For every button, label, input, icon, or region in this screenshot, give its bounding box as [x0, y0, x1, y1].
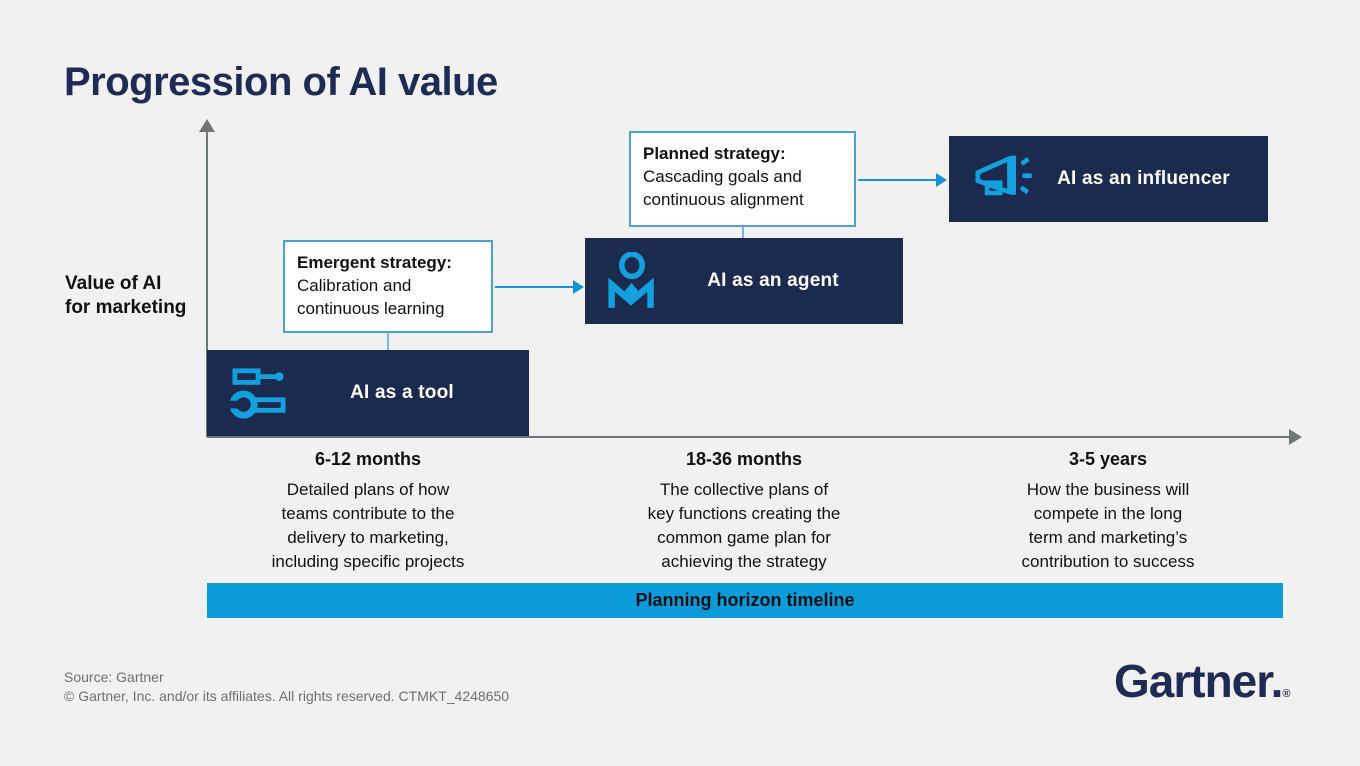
up-arrow-icon [199, 119, 215, 132]
registered-trademark-icon: ® [1282, 688, 1291, 700]
timeline-description: The collective plans of key functions cr… [647, 480, 841, 571]
timeline-period: 6-12 months [314, 449, 422, 469]
connector-planned-to-agent [742, 227, 744, 238]
page-title: Progression of AI value [64, 60, 498, 104]
megaphone-icon [971, 152, 1033, 206]
right-arrow-icon [1289, 429, 1302, 445]
arrow-emergent-to-agent [495, 280, 584, 294]
gartner-logo: Gartner.® [1114, 654, 1291, 708]
callout-lead: Planned strategy: [643, 144, 786, 163]
stage-label: AI as an agent [707, 270, 839, 291]
agent-person-icon [607, 252, 657, 310]
stage-label: AI as an influencer [1057, 168, 1230, 189]
stage-label: AI as a tool [350, 382, 454, 403]
timeline-column-1: 6-12 months Detailed plans of how teams … [228, 449, 508, 574]
timeline-period: 18-36 months [685, 449, 803, 469]
planning-horizon-bar: Planning horizon timeline [207, 583, 1283, 618]
stage-box-ai-as-an-agent: AI as an agent [585, 238, 903, 324]
arrowhead-icon [936, 173, 947, 187]
y-axis-label: Value of AI for marketing [65, 273, 187, 318]
tools-icon [229, 366, 289, 420]
copyright-line: © Gartner, Inc. and/or its affiliates. A… [64, 688, 510, 704]
arrow-planned-to-influencer [858, 173, 947, 187]
timeline-column-2: 18-36 months The collective plans of key… [604, 449, 884, 574]
footer: Source: Gartner © Gartner, Inc. and/or i… [64, 668, 509, 706]
connector-emergent-to-tool [387, 333, 389, 350]
planning-horizon-label: Planning horizon timeline [635, 590, 855, 610]
timeline-description: Detailed plans of how teams contribute t… [271, 480, 465, 571]
source-line: Source: Gartner [64, 669, 164, 685]
stage-box-ai-as-an-influencer: AI as an influencer [949, 136, 1268, 222]
callout-planned-strategy: Planned strategy: Cascading goals and co… [629, 131, 856, 227]
arrowhead-icon [573, 280, 584, 294]
timeline-period: 3-5 years [1068, 449, 1148, 469]
callout-body: Cascading goals and continuous alignment [643, 167, 804, 209]
callout-body: Calibration and continuous learning [297, 276, 445, 318]
timeline-column-3: 3-5 years How the business will compete … [966, 449, 1250, 574]
gartner-logo-text: Gartner. [1114, 655, 1283, 707]
stage-box-ai-as-a-tool: AI as a tool [207, 350, 529, 436]
callout-lead: Emergent strategy: [297, 253, 452, 272]
callout-emergent-strategy: Emergent strategy: Calibration and conti… [283, 240, 493, 333]
timeline-description: How the business will compete in the lon… [1021, 480, 1195, 571]
x-axis-line [207, 436, 1290, 438]
y-axis-line [206, 131, 208, 437]
